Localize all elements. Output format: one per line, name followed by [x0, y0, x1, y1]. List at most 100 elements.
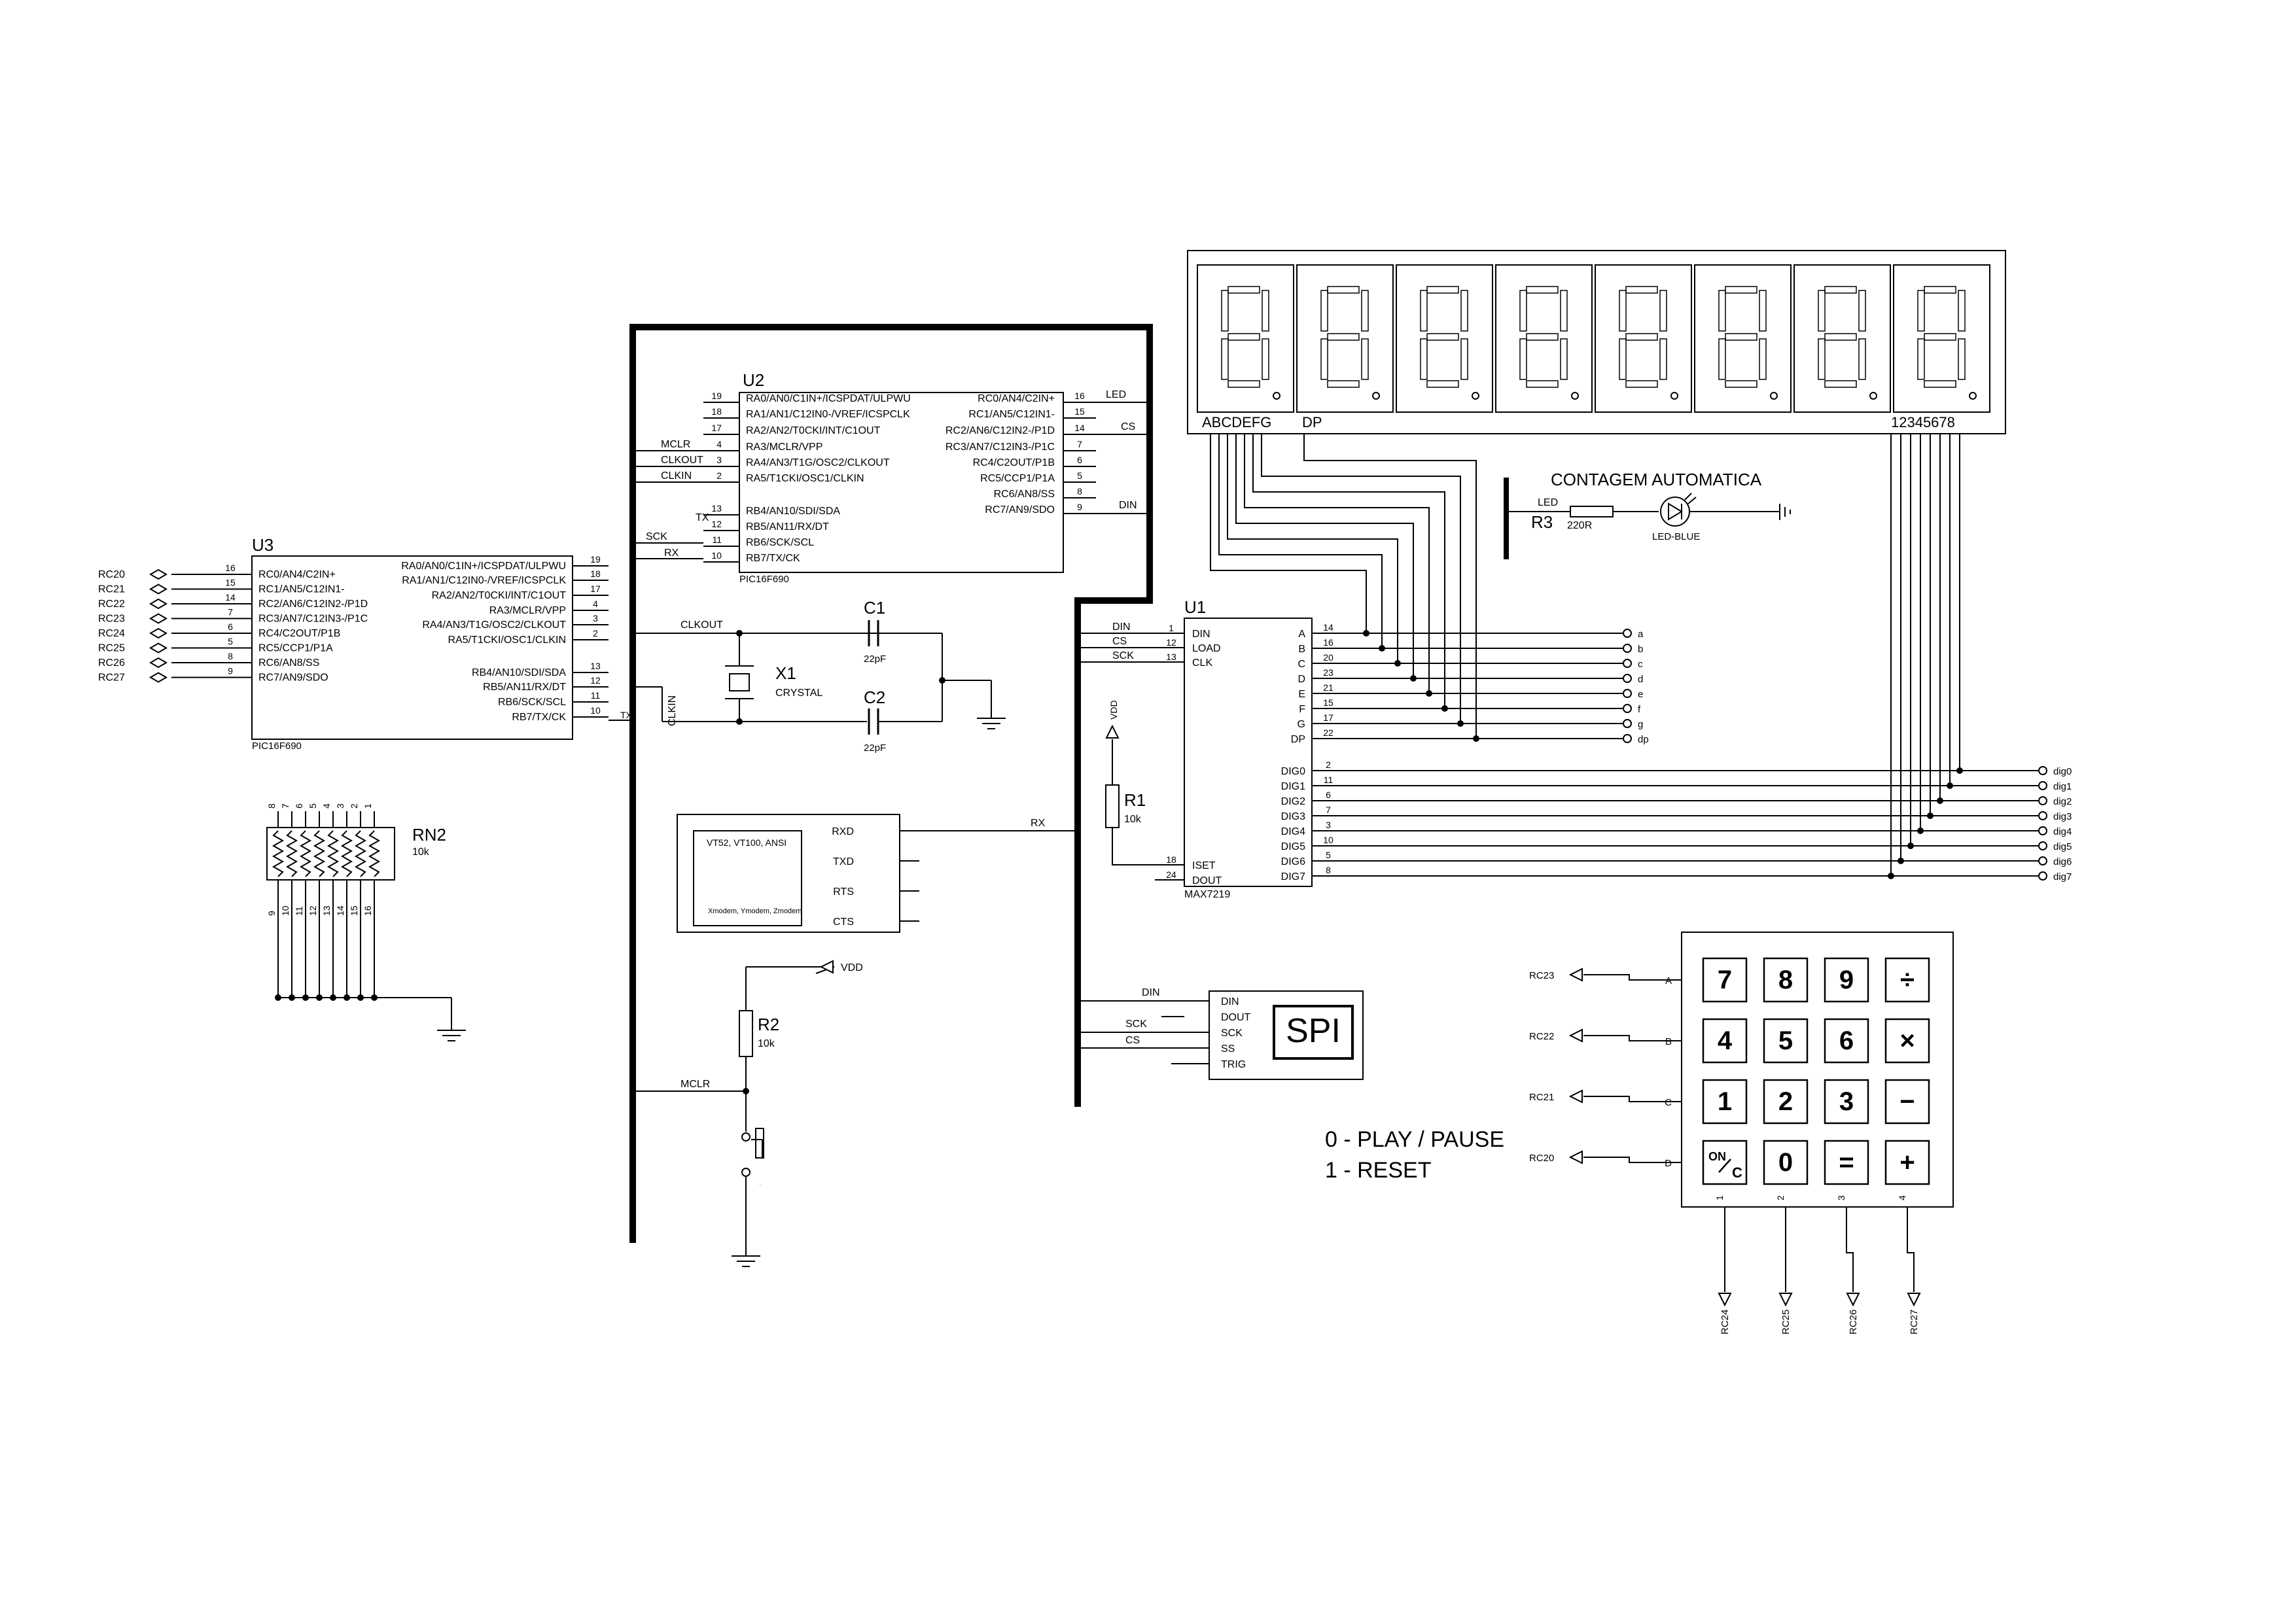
- segment: [1625, 333, 1658, 341]
- key-equals-label: =: [1839, 1148, 1854, 1177]
- u1-pin-name: DOUT: [1192, 875, 1222, 886]
- key-divide[interactable]: [1884, 957, 1930, 1003]
- u3-pin-name: RC2/AN6/C12IN2-/P1D: [258, 599, 368, 610]
- u3-pin-num: 15: [225, 578, 236, 588]
- segment: [1818, 290, 1826, 332]
- r3-value: 220R: [1567, 520, 1592, 531]
- c1-value: 22pF: [864, 654, 886, 665]
- terminal-circle: [1623, 704, 1632, 713]
- rc-net-label: RC22: [1529, 1031, 1554, 1042]
- key-plus[interactable]: [1884, 1140, 1930, 1185]
- terminal-modes: VT52, VT100, ANSI: [707, 837, 786, 848]
- keypad-row-wire: [1583, 1096, 1682, 1102]
- u3-pin-num: 4: [593, 599, 598, 609]
- key-on-clear[interactable]: [1702, 1140, 1748, 1185]
- arrow-icon: [1778, 1293, 1793, 1307]
- u3-pin-num: 2: [593, 628, 598, 638]
- key-equals[interactable]: [1824, 1140, 1869, 1185]
- key-4[interactable]: [1702, 1018, 1748, 1064]
- dig-net-label: dig4: [2053, 826, 2072, 837]
- segment: [1824, 333, 1857, 341]
- net-label: SCK: [1125, 1019, 1147, 1030]
- segment: [1625, 286, 1658, 294]
- net-label: SCK: [1112, 650, 1134, 661]
- rc-net-label: RC26: [98, 657, 125, 669]
- u2-pin-num: 7: [1077, 439, 1082, 449]
- u1-pin-num: 18: [1166, 854, 1176, 865]
- segment: [1858, 290, 1866, 332]
- u3-pin-name: RA4/AN3/T1G/OSC2/CLKOUT: [422, 620, 566, 631]
- seg-net-label: a: [1638, 629, 1644, 640]
- u3-pin-name: RC0/AN4/C2IN+: [258, 569, 336, 580]
- segment-wire: [1235, 434, 1414, 678]
- segment: [1560, 290, 1568, 332]
- u3-pin-num: 10: [590, 705, 601, 716]
- terminal-pin: TXD: [833, 856, 854, 867]
- junction-dot: [1457, 720, 1464, 727]
- u3-pin-num: 17: [590, 584, 601, 594]
- u1-pin-name: CLK: [1192, 657, 1212, 669]
- decimal-point: [1372, 392, 1380, 400]
- segment: [1227, 286, 1260, 294]
- terminal-circle: [741, 1168, 751, 1177]
- u2-pin-name: RB5/AN11/RX/DT: [746, 521, 829, 532]
- junction-dot: [1379, 645, 1385, 652]
- net-label: CS: [1112, 636, 1127, 647]
- terminal-circle: [1623, 734, 1632, 743]
- key-6[interactable]: [1824, 1018, 1869, 1064]
- seven-seg-digit: [1718, 286, 1778, 400]
- key-9[interactable]: [1824, 957, 1869, 1003]
- key-0[interactable]: [1763, 1140, 1809, 1185]
- u3-pin-num: 16: [225, 563, 236, 573]
- seven-seg-digit: [1519, 286, 1579, 400]
- net-label: RX: [664, 548, 679, 559]
- rc-net-label: RC24: [98, 628, 125, 639]
- u2-pin-num: 18: [711, 406, 722, 417]
- key-8[interactable]: [1763, 957, 1809, 1003]
- u3-pin-name: RC1/AN5/C12IN1-: [258, 584, 345, 595]
- segment: [1718, 338, 1726, 380]
- display-digit-cell: [1793, 264, 1891, 413]
- rn2-pin-num: 12: [308, 905, 318, 916]
- segment: [1327, 380, 1360, 388]
- vdd-label: VDD: [841, 962, 863, 973]
- key-3[interactable]: [1824, 1079, 1869, 1125]
- segment: [1526, 333, 1559, 341]
- u2-pin-name: RB4/AN10/SDI/SDA: [746, 506, 840, 517]
- key-minus[interactable]: [1884, 1079, 1930, 1125]
- u1-pin-num: 22: [1323, 727, 1333, 738]
- rc-net-label: RC22: [98, 599, 125, 610]
- segment: [1327, 286, 1360, 294]
- r3-ref: R3: [1531, 512, 1553, 532]
- key-multiply[interactable]: [1884, 1018, 1930, 1064]
- connector-icon: [149, 598, 168, 610]
- segment: [1221, 290, 1229, 332]
- terminal-circle: [1623, 644, 1632, 653]
- connector-icon: [149, 657, 168, 669]
- key-5[interactable]: [1763, 1018, 1809, 1064]
- display-digit-cell: [1296, 264, 1394, 413]
- segment: [1818, 338, 1826, 380]
- key-2[interactable]: [1763, 1079, 1809, 1125]
- r2-ref: R2: [758, 1015, 779, 1034]
- key-slash: [1718, 1159, 1731, 1173]
- segment: [1858, 338, 1866, 380]
- seg-net-label: b: [1638, 644, 1643, 655]
- r2-value: 10k: [758, 1038, 775, 1049]
- vdd-label: VDD: [1108, 700, 1119, 720]
- terminal-protocols: Xmodem, Ymodem, Zmodem: [708, 907, 802, 915]
- key-7[interactable]: [1702, 957, 1748, 1003]
- rn2-ref: RN2: [412, 825, 446, 845]
- u2-pin-num: 2: [716, 470, 722, 481]
- key-5-label: 5: [1778, 1026, 1793, 1055]
- junction-dot: [1394, 660, 1401, 667]
- c2-ref: C2: [864, 688, 885, 707]
- u3-pin-name: RA5/T1CKI/OSC1/CLKIN: [448, 635, 567, 646]
- u2-pin-name: RA4/AN3/T1G/OSC2/CLKOUT: [746, 457, 890, 468]
- junction-dot: [1927, 812, 1934, 819]
- segment: [1759, 338, 1767, 380]
- rn2-pin-num: 16: [362, 905, 373, 916]
- segment: [1659, 338, 1667, 380]
- u2-pin-num: 6: [1077, 455, 1082, 465]
- key-1[interactable]: [1702, 1079, 1748, 1125]
